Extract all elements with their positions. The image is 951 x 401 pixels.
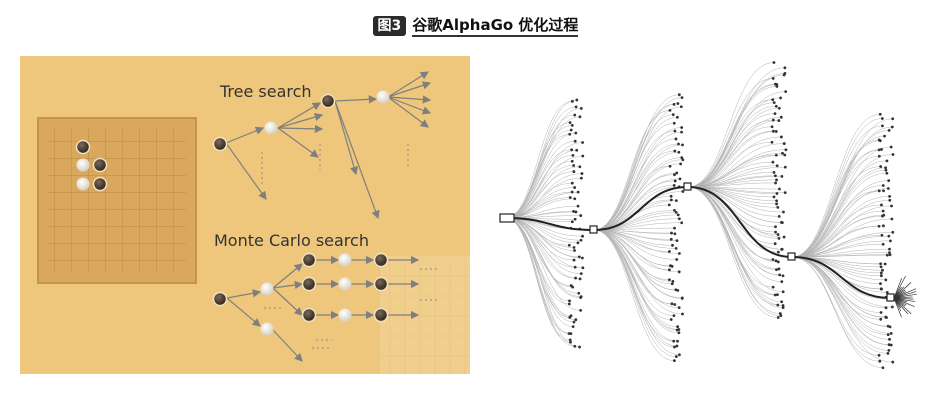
tree-search-label: Tree search	[220, 82, 312, 101]
search-tree-visualization	[496, 60, 936, 374]
figure-number-badge: 图3	[372, 16, 407, 36]
monte-carlo-arrows	[226, 255, 420, 362]
go-stones	[75, 139, 108, 192]
search-tree-canvas	[499, 61, 917, 370]
tree-final-burst	[893, 275, 917, 318]
alphago-search-diagram: Tree search Monte Carlo search	[20, 56, 470, 374]
tree-search-arrows	[225, 71, 432, 220]
monte-carlo-search-label: Monte Carlo search	[214, 231, 369, 250]
background-texture	[380, 256, 470, 374]
tree-leaf-nodes	[567, 61, 895, 370]
go-board	[37, 117, 197, 284]
tree-trunks	[505, 186, 892, 299]
tree-branches	[505, 62, 893, 368]
search-diagram-canvas	[37, 71, 470, 374]
tree-search-nodes	[212, 90, 390, 152]
tree-search-dotted	[261, 144, 409, 184]
monte-carlo-nodes	[212, 252, 389, 336]
monte-carlo-dotted	[264, 268, 438, 349]
figure-title: 谷歌AlphaGo 优化过程	[412, 16, 579, 37]
